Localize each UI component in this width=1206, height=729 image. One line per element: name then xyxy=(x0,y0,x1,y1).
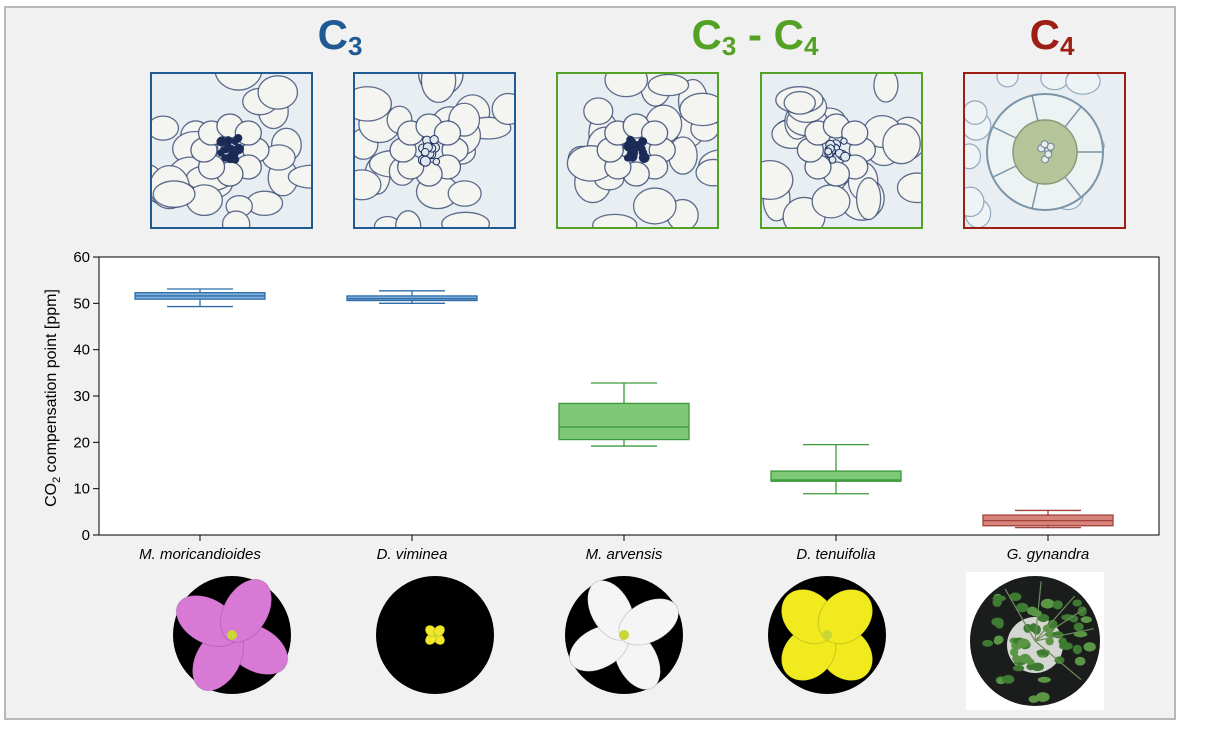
group-header-c3c4-sub2: 4 xyxy=(804,31,819,61)
box-iqr xyxy=(770,470,902,482)
y-axis-label-pre: CO xyxy=(43,483,60,507)
flower-image xyxy=(565,576,683,694)
box-4 xyxy=(770,443,902,495)
micrograph-image xyxy=(558,74,717,227)
micrograph-image xyxy=(965,74,1124,227)
group-header-c3c4-sub: 3 xyxy=(721,31,737,61)
box-2 xyxy=(346,290,478,304)
x-tick-label: M. arvensis xyxy=(586,546,663,563)
flower-photo-d-viminea xyxy=(375,575,495,700)
micrograph-g-gynandra xyxy=(963,72,1126,229)
group-header-c3: C3 xyxy=(310,11,370,61)
flower-photo-m-moricandioides xyxy=(172,575,292,700)
micrograph-d-tenuifolia xyxy=(760,72,923,229)
y-axis-label: CO2 compensation point [ppm] xyxy=(43,289,63,507)
y-tick-label: 10 xyxy=(73,481,90,498)
y-tick-label: 40 xyxy=(73,342,90,359)
y-tick-label: 0 xyxy=(82,527,90,544)
plot-area xyxy=(98,256,1160,536)
flower-photo-m-arvensis xyxy=(564,575,684,700)
flower-photo-g-gynandra xyxy=(966,572,1104,715)
flower-photo-d-tenuifolia xyxy=(767,575,887,700)
box-5 xyxy=(982,509,1114,529)
group-header-c3c4: C3 - C4 xyxy=(680,11,830,61)
flower-image xyxy=(966,572,1104,710)
micrograph-d-viminea xyxy=(353,72,516,229)
flower-image xyxy=(768,576,886,694)
x-tick-label: D. viminea xyxy=(377,546,448,563)
y-tick-label: 60 xyxy=(73,249,90,266)
group-header-c4: C4 xyxy=(1022,11,1082,61)
group-header-c3-sub: 3 xyxy=(347,31,363,61)
micrograph-image xyxy=(762,74,921,227)
x-tick-label: G. gynandra xyxy=(1007,546,1090,563)
y-axis-label-post: compensation point [ppm] xyxy=(43,289,60,477)
box-3 xyxy=(558,382,690,447)
box-1 xyxy=(134,288,266,308)
group-header-c4-main: C xyxy=(1029,11,1060,58)
flower-image xyxy=(173,576,291,694)
micrograph-m-moricandioides xyxy=(150,72,313,229)
y-tick-label: 20 xyxy=(73,434,90,451)
x-tick-label: D. tenuifolia xyxy=(796,546,875,563)
group-header-c3c4-rest: - C xyxy=(736,11,804,58)
micrograph-image xyxy=(152,74,311,227)
box-iqr xyxy=(558,402,690,441)
flower-image xyxy=(376,576,494,694)
group-header-c3-main: C xyxy=(317,11,348,58)
x-tick-label: M. moricandioides xyxy=(139,546,261,563)
y-axis-label-sub: 2 xyxy=(51,477,63,483)
y-tick-label: 50 xyxy=(73,295,90,312)
group-header-c3c4-main: C xyxy=(691,11,722,58)
group-header-c4-sub: 4 xyxy=(1059,31,1075,61)
micrograph-image xyxy=(355,74,514,227)
micrograph-m-arvensis xyxy=(556,72,719,229)
y-tick-label: 30 xyxy=(73,388,90,405)
